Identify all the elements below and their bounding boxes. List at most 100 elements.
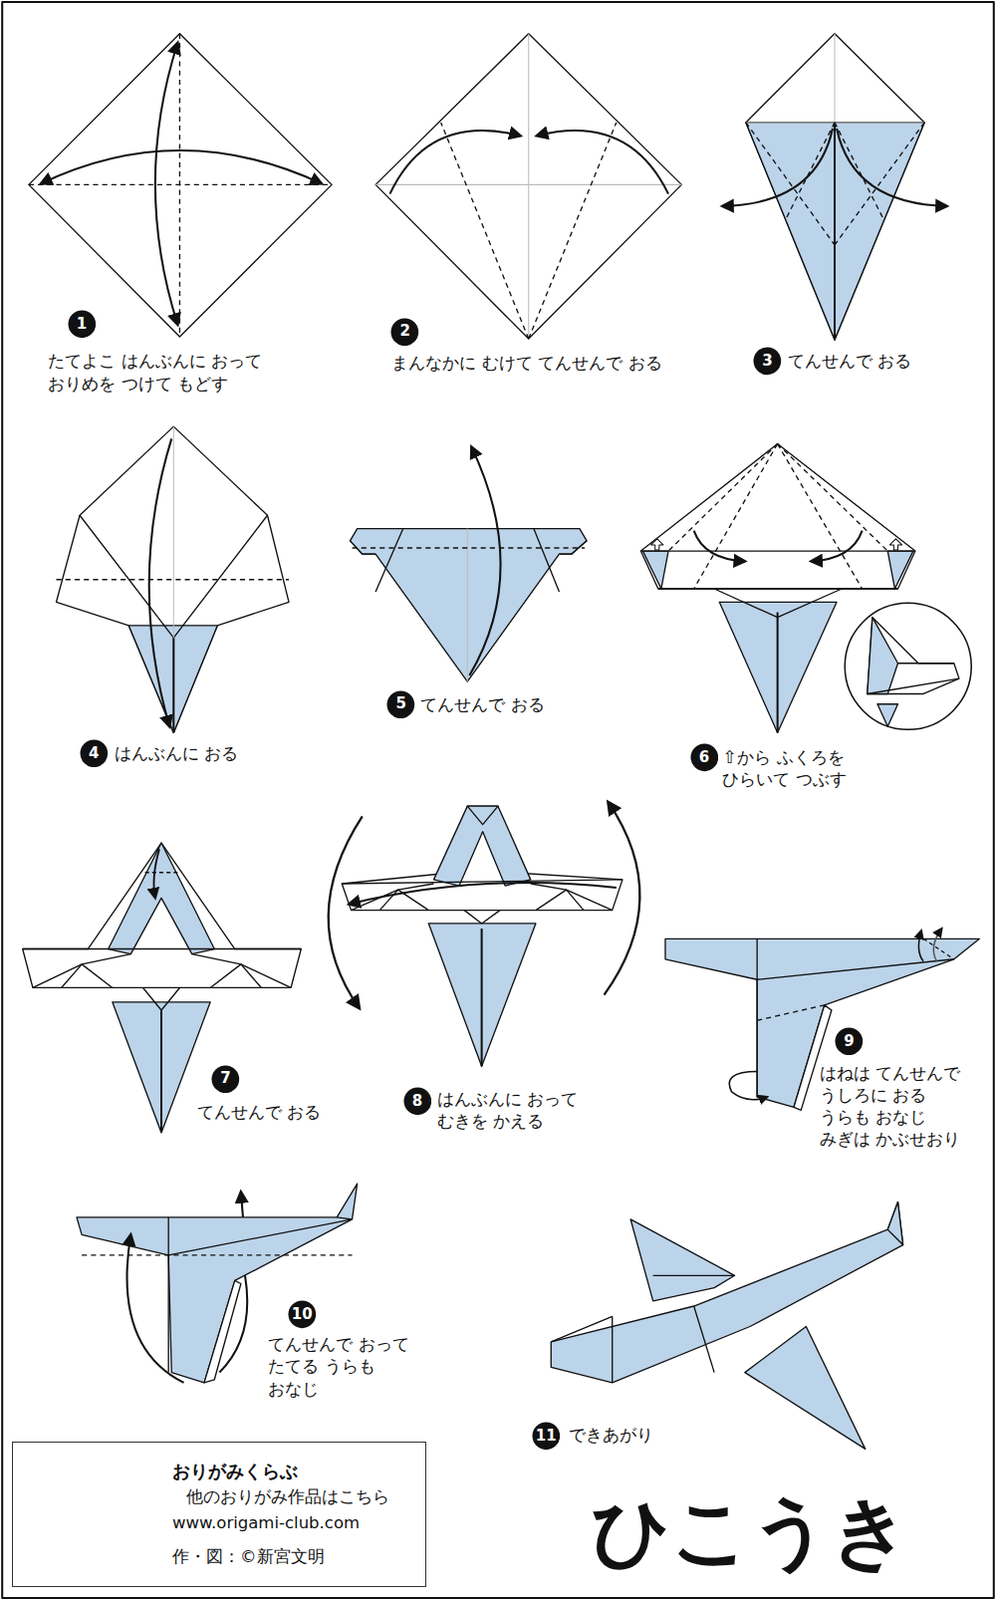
step-number: 11 <box>531 1421 561 1451</box>
fig-step5-part <box>467 528 469 683</box>
number-disc <box>67 310 96 339</box>
number-disc <box>690 743 719 771</box>
fig-step6-part <box>719 601 837 733</box>
fig-step1-part <box>28 33 332 337</box>
instruction-text: てんせんで おる <box>420 693 594 716</box>
fig-step2 <box>375 33 682 339</box>
fig-step3-part <box>834 122 925 246</box>
fig-step6-part <box>640 549 916 551</box>
fig-step2-part <box>527 33 529 339</box>
fig-step9-part <box>756 959 955 980</box>
step-number-text: 9 <box>843 1033 854 1049</box>
fig-step6-part <box>887 550 914 589</box>
step-number-text: 8 <box>412 1093 423 1109</box>
step-number: 1 <box>67 309 97 339</box>
fig-step8-part <box>351 883 435 911</box>
fig-step8-part <box>341 805 623 910</box>
credit-text: 他のおりがみ作品はこちら <box>186 1487 390 1507</box>
fig-step6-part <box>651 538 664 550</box>
step-number-text: 6 <box>699 749 710 765</box>
fig-step8-part <box>464 910 500 924</box>
fig-step7-part <box>192 954 291 989</box>
fig-step10-part <box>241 1191 244 1218</box>
fig-step10-part <box>204 1279 242 1382</box>
fig-step8-part <box>530 883 613 911</box>
credit-text: www.origami-club.com <box>172 1512 360 1533</box>
fig-step5-part <box>375 528 404 593</box>
fig-step4-part <box>173 426 175 733</box>
fig-step6-part <box>867 617 899 695</box>
fig-step11-part <box>550 1202 903 1383</box>
fig-step7-part <box>143 987 181 1010</box>
fig-step8-part <box>604 801 641 996</box>
step-number: 6 <box>690 743 720 772</box>
fig-step10-part <box>168 1217 170 1373</box>
fig-step3-part <box>785 122 835 220</box>
instruction-text: はねは てんせんで うしろに おる うらも おなじ みぎは かぶせおり <box>819 1061 982 1151</box>
instruction-text: まんなかに むけて てんせんで おる <box>391 351 698 374</box>
step-number-text: 11 <box>535 1428 557 1444</box>
step-number: 3 <box>752 346 782 376</box>
fig-step5-part <box>469 447 500 676</box>
fig-step2-part <box>375 33 682 339</box>
step-number-text: 5 <box>395 696 406 712</box>
fig-step1-part <box>40 150 322 184</box>
fig-step8-part <box>428 923 536 1066</box>
fig-step6-part <box>844 602 972 730</box>
fig-step5-part <box>349 528 587 683</box>
fig-step7-part <box>210 964 261 989</box>
fig-step11-part <box>887 1202 903 1245</box>
step-number-text: 3 <box>761 353 772 369</box>
fig-step9-part <box>923 938 955 959</box>
fig-step11-part <box>653 1274 736 1276</box>
step-number: 4 <box>79 739 109 768</box>
fig-step3 <box>722 33 947 340</box>
credit-text: 作・図：©新宮文明 <box>172 1546 325 1567</box>
fig-step5 <box>349 447 587 683</box>
fig-step10-part <box>81 1253 352 1255</box>
step-number-text: 4 <box>88 746 99 761</box>
fig-step6-part <box>642 550 669 589</box>
fig-step2-part <box>528 122 617 339</box>
fig-step10-part <box>219 1274 248 1372</box>
number-disc <box>387 690 416 719</box>
fig-step7 <box>22 842 302 1133</box>
number-disc <box>287 1300 316 1329</box>
fig-step8-part <box>328 815 363 1008</box>
fig-step11-part <box>694 1305 715 1373</box>
fig-step9-part <box>933 928 942 962</box>
instruction-text: ⇧から ふくろを ひらいて つぶす <box>722 746 881 791</box>
instruction-text: たてよこ はんぶんに おって おりめを つけて もどす <box>47 349 303 395</box>
fig-step6-part <box>694 444 778 589</box>
step-number-text: 1 <box>76 316 87 332</box>
fig-step6-part <box>898 662 955 664</box>
fig-step6-part <box>777 444 889 552</box>
fig-step1 <box>28 33 332 337</box>
number-disc <box>391 317 420 346</box>
number-disc <box>79 739 108 767</box>
step-number: 7 <box>211 1064 241 1094</box>
instruction-text: はんぶんに おって むきを かえる <box>437 1087 611 1133</box>
step-number-text: 7 <box>220 1070 231 1086</box>
fig-step4-part <box>56 578 290 580</box>
fig-step10-part <box>168 1219 352 1255</box>
fig-step2-part <box>375 184 682 186</box>
instruction-text: てんせんで おって たてる うらも おなじ <box>267 1332 432 1400</box>
fig-step8-part <box>467 805 498 824</box>
fig-step11-part <box>745 1326 866 1450</box>
fig-step3-part <box>722 128 833 207</box>
fig-step8-part <box>481 928 484 1066</box>
fig-step11 <box>550 1202 903 1450</box>
number-disc <box>835 1026 864 1055</box>
fig-step4 <box>56 426 290 733</box>
fig-step2-part <box>389 130 520 195</box>
fig-step3-part <box>833 122 836 340</box>
fig-step3-part <box>746 122 835 246</box>
fig-step9-part <box>755 938 757 1097</box>
step-number-text: 10 <box>291 1306 313 1322</box>
fig-step8 <box>328 801 641 1066</box>
